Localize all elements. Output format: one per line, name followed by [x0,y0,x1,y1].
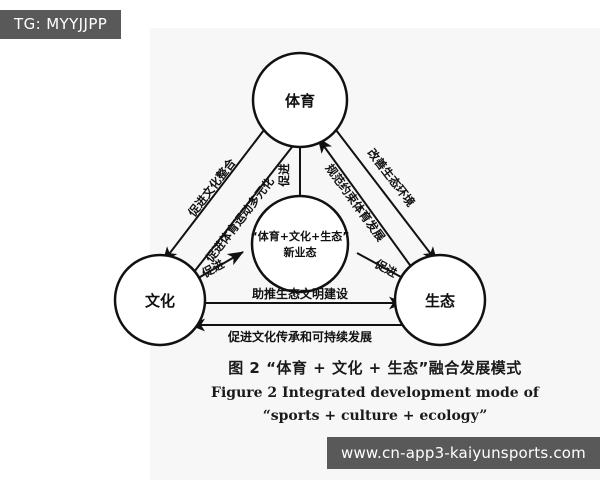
node-culture-label: 文化 [145,292,175,310]
node-center-label-line2: 新业态 [284,245,317,259]
figure-caption-english-line1: Figure 2 Integrated development mode of [211,385,539,401]
figure-caption-chinese: 图 2 “体育 + 文化 + 生态”融合发展模式 [228,359,522,377]
edge-sports-to-ecology [335,129,438,263]
edge-label-center-right: 促进 [372,256,400,280]
edge-label-bottom-upper: 助推生态文明建设 [252,286,349,301]
paper-panel [150,28,600,480]
node-center-label-line1: “体育+文化+生态” [251,229,350,243]
watermark-bottom-url: www.cn-app3-kaiyunsports.com [327,437,600,469]
edge-label-bottom-lower: 促进文化传承和可持续发展 [227,329,372,344]
node-sports [251,51,349,149]
edge-ecology-constrains-sports [317,137,429,291]
watermark-top-badge: TG: MYYJJPP [0,10,122,39]
node-sports-label: 体育 [285,92,315,110]
edge-label-top-center: 促进 [277,163,291,187]
node-ecology [393,253,487,347]
node-culture [113,253,207,347]
node-center-new-format [250,194,350,294]
node-ecology-label: 生态 [425,292,455,310]
edge-sports-to-culture [162,129,265,263]
figure-caption-english-line2: “sports + culture + ecology” [262,408,488,424]
edge-label-left-outer: 促进文化整合 [185,156,239,220]
